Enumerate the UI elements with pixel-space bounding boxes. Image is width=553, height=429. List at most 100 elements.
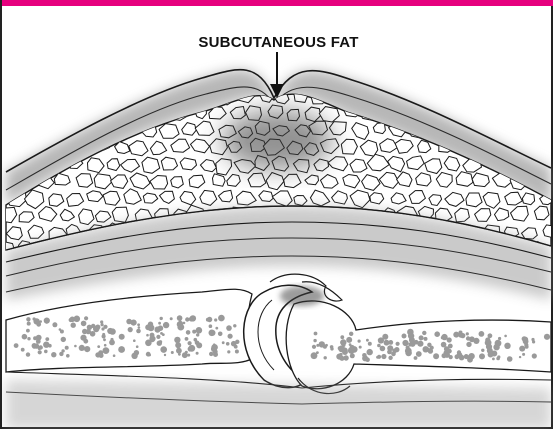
fat-cell	[495, 109, 510, 120]
marrow-speck	[442, 335, 447, 340]
marrow-speck	[39, 320, 42, 323]
marrow-speck	[188, 345, 195, 352]
marrow-speck	[419, 335, 424, 340]
fat-cell	[542, 90, 553, 106]
marrow-speck	[312, 345, 316, 349]
marrow-speck	[433, 353, 439, 359]
marrow-speck	[424, 337, 428, 341]
marrow-speck	[177, 315, 183, 321]
marrow-speck	[164, 354, 166, 356]
marrow-speck	[226, 342, 230, 346]
fat-cell	[446, 92, 460, 103]
fat-cell	[31, 126, 45, 137]
marrow-speck	[362, 353, 367, 358]
marrow-speck	[136, 329, 141, 334]
marrow-speck	[325, 344, 328, 347]
marrow-speck	[504, 335, 507, 338]
marrow-speck	[74, 345, 77, 348]
marrow-speck	[45, 337, 49, 341]
marrow-speck	[367, 349, 373, 355]
marrow-speck	[466, 336, 470, 340]
fat-cell	[533, 140, 547, 152]
fat-cell	[522, 124, 536, 136]
marrow-speck	[218, 315, 225, 322]
bone-joint	[6, 274, 551, 393]
marrow-speck	[190, 315, 196, 321]
marrow-speck	[522, 353, 525, 356]
marrow-speck	[343, 355, 348, 360]
marrow-speck	[186, 330, 191, 335]
marrow-speck	[65, 346, 69, 350]
fat-cell	[103, 191, 120, 205]
marrow-speck	[423, 346, 429, 352]
marrow-speck	[234, 345, 238, 349]
marrow-speck	[346, 337, 352, 343]
structure-label: SUBCUTANEOUS FAT	[2, 34, 553, 51]
fat-cell	[520, 87, 536, 100]
marrow-speck	[22, 334, 28, 340]
marrow-speck	[145, 324, 151, 330]
marrow-speck	[185, 351, 188, 354]
marrow-speck	[467, 357, 473, 363]
marrow-speck	[27, 322, 31, 326]
marrow-speck	[61, 337, 66, 342]
marrow-speck	[33, 317, 36, 320]
marrow-speck	[210, 353, 213, 356]
fat-cell	[41, 106, 55, 116]
marrow-speck	[384, 340, 390, 346]
marrow-speck	[396, 342, 400, 346]
marrow-speck	[97, 345, 100, 348]
marrow-speck	[449, 355, 453, 359]
marrow-speck	[90, 331, 96, 337]
fat-cell	[10, 90, 23, 101]
marrow-speck	[103, 325, 107, 329]
marrow-speck	[146, 334, 149, 337]
marrow-speck	[160, 346, 167, 353]
marrow-speck	[488, 352, 494, 358]
marrow-speck	[146, 352, 151, 357]
marrow-speck	[498, 337, 501, 340]
fat-cell	[463, 89, 478, 101]
marrow-speck	[481, 349, 484, 352]
marrow-speck	[177, 324, 184, 331]
marrow-speck	[82, 329, 87, 334]
fat-cell	[460, 107, 474, 119]
fat-cell	[505, 91, 518, 103]
marrow-speck	[84, 346, 90, 352]
marrow-speck	[493, 344, 499, 350]
marrow-speck	[48, 344, 52, 348]
marrow-speck	[532, 353, 537, 358]
fat-cell	[105, 89, 123, 104]
marrow-speck	[430, 346, 434, 350]
marrow-speck	[103, 347, 110, 354]
fat-cell	[522, 193, 534, 205]
marrow-speck	[128, 327, 133, 332]
marrow-speck	[38, 347, 41, 350]
fat-cell	[481, 121, 500, 137]
marrow-speck	[417, 341, 423, 347]
marrow-speck	[178, 353, 181, 356]
marrow-speck	[207, 317, 212, 322]
marrow-speck	[26, 317, 30, 321]
marrow-speck	[222, 341, 225, 344]
marrow-speck	[113, 354, 116, 357]
marrow-speck	[100, 320, 103, 323]
marrow-speck	[414, 356, 418, 360]
marrow-speck	[442, 353, 447, 358]
marrow-speck	[339, 353, 342, 356]
marrow-speck	[176, 348, 182, 354]
marrow-speck	[175, 342, 181, 348]
fat-cell	[161, 157, 177, 170]
marrow-speck	[314, 332, 318, 336]
marrow-speck	[196, 352, 199, 355]
fat-cell	[2, 144, 15, 155]
marrow-speck	[324, 356, 327, 359]
marrow-speck	[338, 345, 345, 352]
marrow-speck	[45, 320, 48, 323]
marrow-speck	[87, 325, 92, 330]
marrow-speck	[349, 332, 353, 336]
marrow-speck	[227, 350, 230, 353]
fat-cell	[112, 207, 128, 222]
marrow-speck	[196, 333, 199, 336]
